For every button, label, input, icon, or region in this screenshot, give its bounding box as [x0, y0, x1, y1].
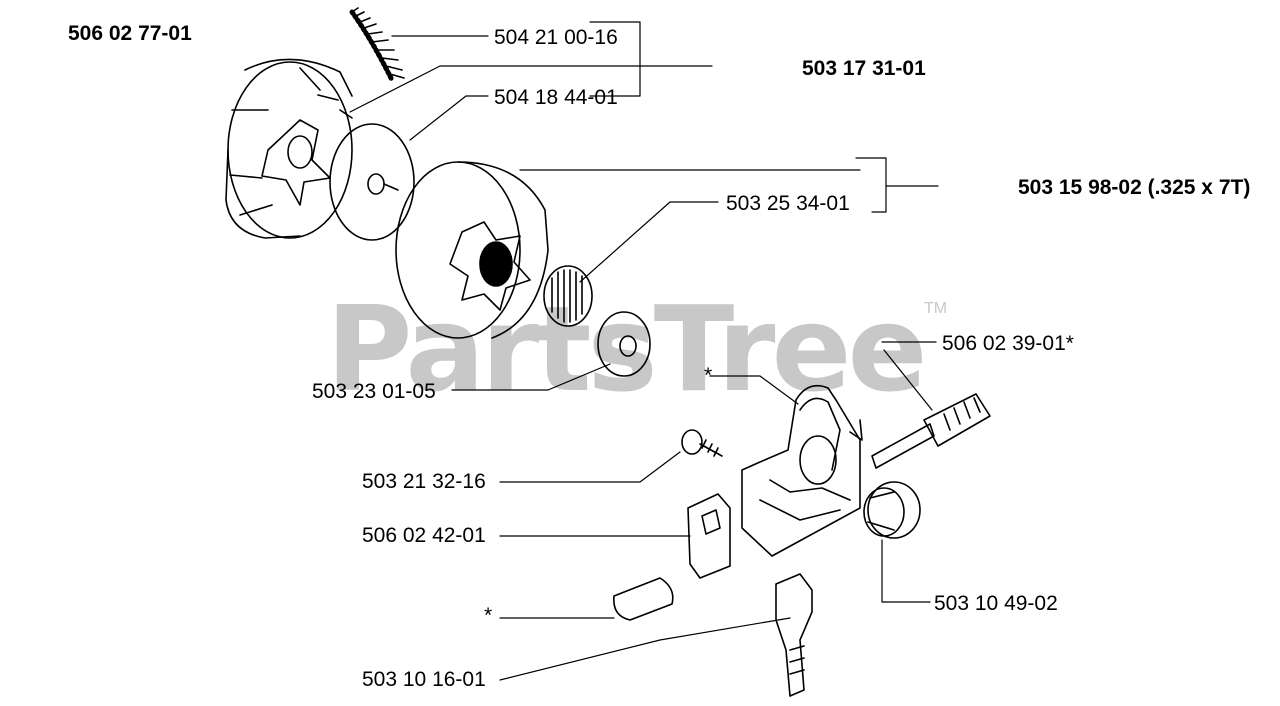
label-503-25-34-01: 503 25 34-01	[726, 192, 850, 215]
hose-part	[775, 573, 813, 697]
label-506-02-42-01: 506 02 42-01	[362, 524, 486, 547]
clutch-drum-part	[395, 161, 549, 339]
trademark-mark: TM	[924, 300, 948, 317]
bracket-part	[687, 493, 731, 579]
washer-part	[329, 123, 415, 241]
label-star-top: *	[704, 364, 713, 387]
plug-part	[863, 481, 921, 539]
label-503-17-31-01: 503 17 31-01	[802, 57, 926, 80]
label-503-10-16-01: 503 10 16-01	[362, 668, 486, 691]
label-503-10-49-02: 503 10 49-02	[934, 592, 1058, 615]
label-504-18-44-01: 504 18 44-01	[494, 86, 618, 109]
clutch-part	[225, 58, 353, 239]
label-503-15-98-02: 503 15 98-02 (.325 x 7T)	[1018, 176, 1251, 199]
thrust-washer-part	[597, 311, 651, 377]
worm-gear-part	[871, 393, 991, 469]
needle-bearing-part	[543, 265, 593, 327]
label-504-21-00-16: 504 21 00-16	[494, 26, 618, 49]
screw-part	[681, 429, 723, 457]
pin-part	[613, 577, 674, 621]
label-503-21-32-16: 503 21 32-16	[362, 470, 486, 493]
label-503-23-01-05: 503 23 01-05	[312, 380, 436, 403]
label-star-bottom: *	[484, 604, 493, 627]
leader-lines	[349, 21, 939, 681]
label-506-02-77-01: 506 02 77-01	[68, 22, 192, 45]
oil-pump-part	[741, 384, 863, 557]
label-506-02-39-01: 506 02 39-01*	[942, 332, 1074, 355]
spring-part	[349, 7, 405, 83]
